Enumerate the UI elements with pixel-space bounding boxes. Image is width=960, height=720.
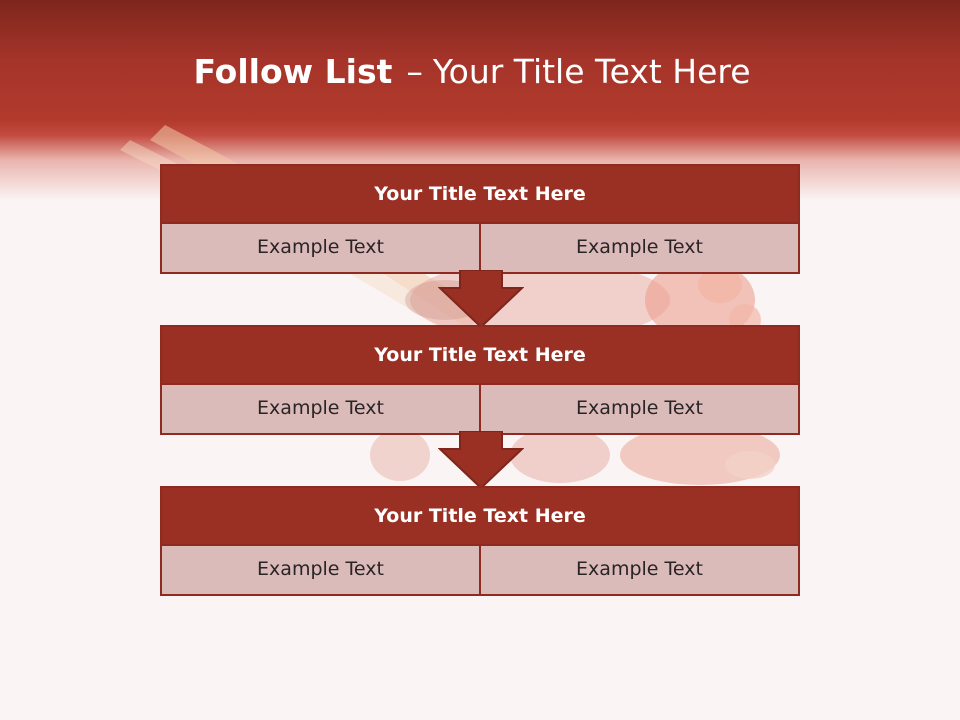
- down-arrow-icon: [438, 431, 524, 489]
- list-block-2: Your Title Text Here Example Text Exampl…: [160, 325, 800, 435]
- block-title: Your Title Text Here: [162, 488, 798, 544]
- list-block-1: Your Title Text Here Example Text Exampl…: [160, 164, 800, 274]
- block-cell-left: Example Text: [162, 385, 481, 433]
- block-cell-right: Example Text: [576, 397, 703, 419]
- block-cells: Example Text Example Text: [162, 383, 798, 433]
- block-cell-left: Example Text: [162, 546, 481, 594]
- slide-title: Follow List–Your Title Text Here: [0, 52, 944, 91]
- block-title: Your Title Text Here: [162, 166, 798, 222]
- slide-title-bold: Follow List: [193, 52, 393, 91]
- block-cell-left: Example Text: [162, 224, 481, 272]
- block-cells: Example Text Example Text: [162, 222, 798, 272]
- slide-title-rest: Your Title Text Here: [432, 52, 751, 91]
- block-cell-right: Example Text: [576, 558, 703, 580]
- block-title: Your Title Text Here: [162, 327, 798, 383]
- down-arrow-icon: [438, 270, 524, 328]
- slide-title-separator: –: [406, 52, 423, 91]
- block-cell-right: Example Text: [576, 236, 703, 258]
- block-cells: Example Text Example Text: [162, 544, 798, 594]
- list-block-3: Your Title Text Here Example Text Exampl…: [160, 486, 800, 596]
